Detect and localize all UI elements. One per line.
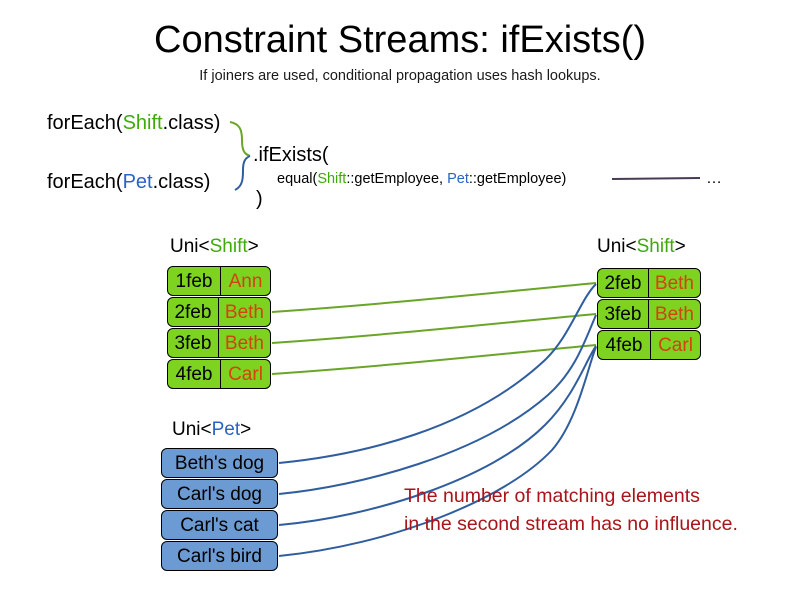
foreach-shift-suffix: .class) [162,112,221,134]
label-suffix: > [674,236,686,257]
equal-prefix: equal( [277,171,318,187]
brace-upper-green [229,121,251,157]
tuple-row-pet-1[interactable]: Carl's dog [161,479,278,509]
tuple-date: 3feb [168,329,219,357]
tuple-pet-name: Carl's cat [180,514,259,536]
tuple-date: 4feb [598,331,651,359]
label-type: Shift [209,236,248,257]
tuple-row-shift-right-1[interactable]: 3feb Beth [597,299,701,329]
tuple-date: 2feb [168,298,219,326]
tuple-name: Beth [654,272,694,294]
tuple-date: 3feb [598,300,649,328]
tuple-pet-name: Beth's dog [174,452,265,474]
foreach-pet-suffix: .class) [152,171,211,193]
code-foreach-shift: forEach(Shift.class) [47,111,220,135]
code-foreach-pet: forEach(Pet.class) [47,170,210,194]
equal-right-type: Pet [447,171,469,187]
label-prefix: Uni< [172,419,212,440]
tuple-row-shift-left-3[interactable]: 4feb Carl [167,359,271,389]
wire-green-3feb [271,313,597,344]
tail-line [611,177,701,180]
tuple-date: 4feb [168,360,221,388]
wire-green-4feb [271,344,597,375]
label-suffix: > [240,419,252,440]
wire-green-2feb [271,282,597,313]
brace-lower-blue [234,155,251,191]
foreach-shift-prefix: forEach( [47,112,123,134]
page-title: Constraint Streams: ifExists() [154,19,646,61]
tuple-row-pet-3[interactable]: Carl's bird [161,541,278,571]
code-equal-joiner: equal(Shift::getEmployee, Pet::getEmploy… [277,170,566,188]
wire-blue-beths-dog [278,283,597,464]
label-type: Pet [211,419,241,440]
tuple-row-shift-left-2[interactable]: 3feb Beth [167,328,271,358]
foreach-shift-type: Shift [122,112,163,134]
label-type: Shift [636,236,675,257]
wire-blue-carls-dog [278,314,597,495]
tuple-row-shift-left-0[interactable]: 1feb Ann [167,266,271,296]
tuple-pet-name: Carl's bird [177,545,262,567]
label-suffix: > [247,236,259,257]
tuple-name: Carl [228,363,263,385]
label-prefix: Uni< [170,236,210,257]
code-tail-ellipsis: … [706,170,722,187]
tuple-row-pet-2[interactable]: Carl's cat [161,510,278,540]
code-if-exists: .ifExists( [253,144,329,166]
page-subtitle: If joiners are used, conditional propaga… [199,68,601,84]
note-line-2: in the second stream has no influence. [404,513,738,535]
foreach-pet-type: Pet [122,171,153,193]
tuple-name: Beth [654,303,694,325]
tuple-row-shift-left-1[interactable]: 2feb Beth [167,297,271,327]
tuple-date: 2feb [598,269,649,297]
tuple-name: Carl [658,334,693,356]
code-close-paren: ) [256,188,263,210]
equal-right-method: ::getEmployee) [468,171,567,187]
tuple-row-shift-right-2[interactable]: 4feb Carl [597,330,701,360]
label-uni-pet: Uni<Pet> [172,418,251,441]
tuple-row-shift-right-0[interactable]: 2feb Beth [597,268,701,298]
tuple-name: Ann [228,270,263,292]
label-uni-shift-right: Uni<Shift> [597,235,686,258]
tuple-name: Beth [224,332,264,354]
label-uni-shift-left: Uni<Shift> [170,235,259,258]
equal-left-type: Shift [317,171,347,187]
note-line-1: The number of matching elements [404,485,700,507]
equal-left-method: ::getEmployee, [346,171,448,187]
tuple-pet-name: Carl's dog [177,483,262,505]
annotation-note: The number of matching elements in the s… [404,482,738,538]
tuple-name: Beth [224,301,264,323]
label-prefix: Uni< [597,236,637,257]
foreach-pet-prefix: forEach( [47,171,123,193]
tuple-row-pet-0[interactable]: Beth's dog [161,448,278,478]
tuple-date: 1feb [168,267,221,295]
